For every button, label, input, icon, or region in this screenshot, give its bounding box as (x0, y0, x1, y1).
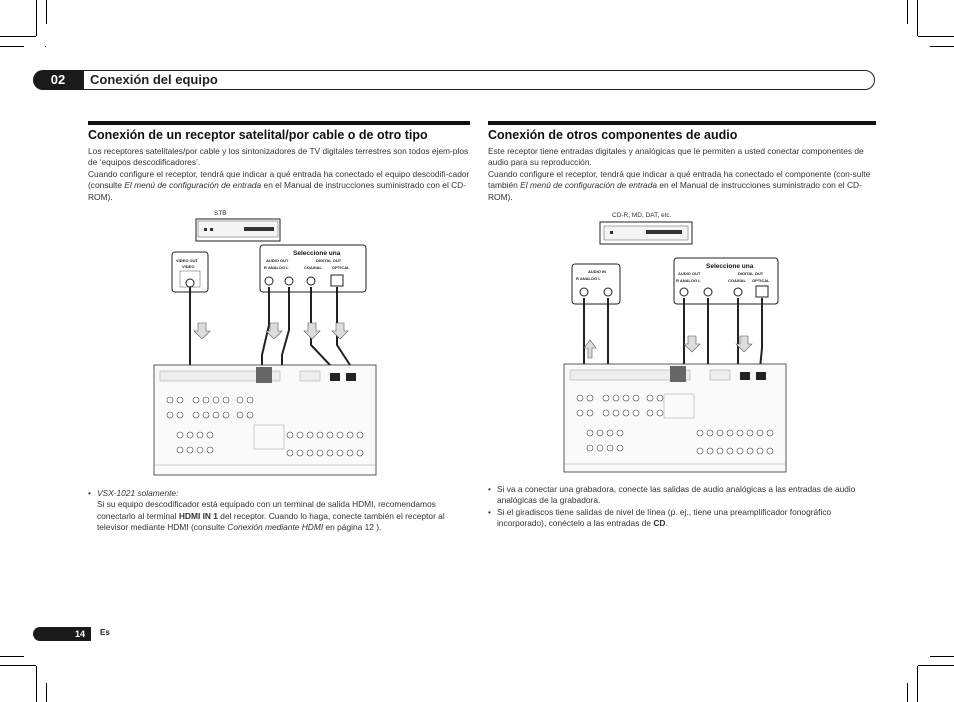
left-body: Los receptores satelitales/por cable y l… (88, 146, 470, 203)
section-rule (488, 121, 876, 125)
recorder-audio-out-panel: Seleccione una AUDIO OUT R ANALOG L DIGI… (673, 257, 779, 305)
crop-mark (930, 46, 954, 47)
crop-mark (918, 665, 954, 666)
svg-text:R ANALOG L: R ANALOG L (264, 265, 289, 270)
crop-mark (0, 46, 24, 47)
svg-text:OPTICAL: OPTICAL (332, 265, 350, 270)
section-heading-right: Conexión de otros componentes de audio (488, 128, 738, 142)
crop-mark (917, 666, 918, 702)
left-paragraph-2: Cuando configure el receptor, tendrá que… (88, 168, 470, 202)
crop-mark (930, 656, 954, 657)
receiver-rear-panel (153, 364, 377, 476)
crop-mark (907, 0, 908, 24)
stb-video-out-panel: VIDEO OUT VIDEO (171, 251, 209, 293)
svg-text:OPTICAL: OPTICAL (752, 278, 770, 283)
language-code: Es (100, 628, 110, 637)
crop-mark (46, 683, 47, 702)
crop-mark (0, 665, 36, 666)
right-notes: • Si va a conectar una grabadora, conect… (488, 484, 876, 530)
crop-mark (45, 46, 46, 47)
svg-text:COAXIAL: COAXIAL (728, 278, 747, 283)
svg-text:AUDIO OUT: AUDIO OUT (266, 258, 289, 263)
right-paragraph-1: Este receptor tiene entradas digitales y… (488, 146, 864, 168)
right-body: Este receptor tiene entradas digitales y… (488, 146, 876, 203)
svg-text:Seleccione una: Seleccione una (293, 250, 341, 257)
recorder-device (599, 221, 693, 245)
crop-mark (918, 36, 954, 37)
receiver-rear-panel (563, 363, 787, 473)
crop-mark (0, 656, 24, 657)
chapter-number: 02 (33, 70, 83, 90)
svg-text:Seleccione una: Seleccione una (706, 263, 754, 270)
svg-text:DIGITAL OUT: DIGITAL OUT (738, 271, 764, 276)
direction-arrows (583, 335, 753, 359)
direction-arrows (193, 322, 349, 340)
crop-mark (917, 0, 918, 36)
bullet-marker: • (88, 488, 91, 498)
bullet-marker: • (488, 484, 491, 494)
crop-mark (36, 666, 37, 702)
recorder-label: CD-R, MD, DAT, etc. (612, 212, 672, 219)
crop-mark (0, 36, 36, 37)
stb-device (195, 218, 281, 242)
stb-audio-out-panel: Seleccione una AUDIO OUT R ANALOG L DIGI… (259, 244, 367, 293)
right-paragraph-2: Cuando configure el receptor, tendrá que… (488, 168, 871, 202)
note-model: VSX-1021 solamente (96, 488, 177, 498)
stb-label: STB (214, 210, 227, 217)
section-rule (88, 121, 470, 125)
recorder-audio-in-panel: AUDIO IN R ANALOG L (571, 263, 621, 305)
left-paragraph-1: Los receptores satelitales/por cable y l… (88, 146, 469, 168)
left-note: • VSX-1021 solamente: Si su equipo desco… (88, 488, 445, 533)
svg-text:AUDIO OUT: AUDIO OUT (678, 271, 701, 276)
audio-component-diagram: AUDIO IN R ANALOG L Seleccione una AUDIO… (563, 221, 787, 473)
list-item: • Si el giradiscos tiene salidas de nive… (488, 506, 832, 529)
list-item: • Si va a conectar una grabadora, conect… (488, 484, 856, 506)
crop-mark (907, 683, 908, 702)
section-heading-left: Conexión de un receptor satelital/por ca… (88, 128, 428, 142)
svg-text:AUDIO IN: AUDIO IN (588, 269, 606, 274)
svg-text:R ANALOG L: R ANALOG L (576, 276, 601, 281)
chapter-title: Conexión del equipo (83, 70, 875, 90)
svg-text:VIDEO OUT: VIDEO OUT (176, 258, 199, 263)
svg-text:DIGITAL OUT: DIGITAL OUT (316, 258, 342, 263)
svg-text:VIDEO: VIDEO (182, 264, 194, 269)
page-number: 14 (33, 627, 91, 641)
stb-connection-diagram: VIDEO OUT VIDEO Seleccione una AUDIO OUT… (153, 218, 377, 476)
crop-mark (36, 0, 37, 36)
svg-text:COAXIAL: COAXIAL (304, 265, 323, 270)
svg-text:R ANALOG L: R ANALOG L (676, 278, 701, 283)
crop-mark (46, 0, 47, 24)
bullet-marker: • (488, 506, 491, 517)
